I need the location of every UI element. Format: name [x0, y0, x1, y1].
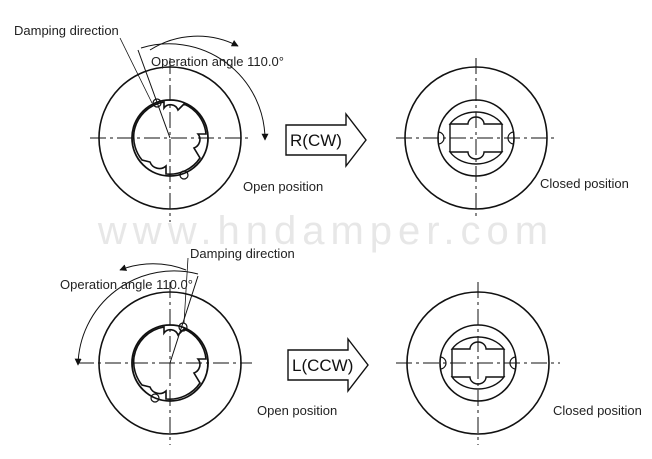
top-direction-arrow — [285, 111, 367, 169]
bottom-open-damper — [74, 257, 252, 445]
bottom-arrow-label: L(CCW) — [292, 356, 353, 375]
bottom-damping-direction-label: Damping direction — [190, 246, 295, 261]
bottom-closed-position-label: Closed position — [553, 403, 642, 418]
bottom-open-position-label: Open position — [257, 403, 337, 418]
watermark-text: www.hndamper.com — [97, 209, 554, 253]
top-closed-position-label: Closed position — [540, 176, 629, 191]
top-open-damper — [90, 35, 269, 222]
top-damping-direction-label: Damping direction — [14, 23, 119, 38]
bottom-operation-angle-label: Operation angle 110.0° — [60, 277, 193, 292]
top-arrow-label: R(CW) — [290, 131, 342, 150]
bottom-direction-arrow — [287, 336, 369, 394]
top-operation-angle-label: Operation angle 110.0° — [151, 54, 284, 69]
top-closed-damper — [396, 58, 556, 220]
top-open-position-label: Open position — [243, 179, 323, 194]
bottom-closed-damper — [396, 282, 560, 445]
